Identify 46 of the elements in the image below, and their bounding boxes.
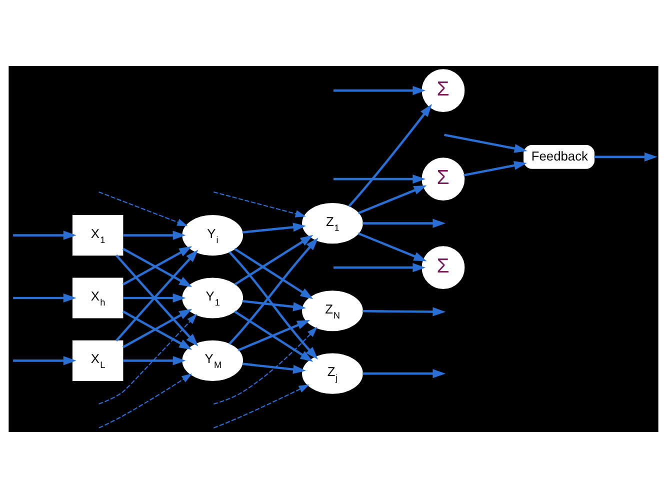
arrow: [234, 310, 314, 362]
node-box: X$_{1}$: [72, 214, 124, 256]
node-box: X$_{h}$: [72, 277, 124, 318]
arrow: [213, 384, 310, 428]
arrow: [122, 356, 186, 365]
node-circle: Σ: [422, 157, 465, 200]
node-circle: Σ: [422, 246, 465, 288]
arrow: [242, 222, 306, 234]
arrow: [444, 133, 528, 152]
arrow: [362, 218, 446, 228]
arrow: [228, 237, 318, 344]
arrow: [234, 234, 314, 285]
arrow: [362, 306, 446, 316]
arrow: [358, 184, 427, 214]
arrow: [348, 104, 432, 207]
node-ellipse: Y$_{1}$: [182, 277, 244, 318]
node-box: Feedback: [524, 144, 595, 168]
node-box: X$_{L}$: [72, 340, 124, 380]
node-circle: Σ: [422, 68, 465, 112]
arrow: [464, 160, 528, 176]
arrow: [242, 362, 306, 374]
node-ellipse: Z$_{j}$: [302, 352, 363, 394]
arrow: [98, 190, 188, 226]
arrow: [594, 152, 658, 161]
arrow: [238, 319, 310, 351]
node-ellipse: Z$_{1}$: [302, 202, 363, 244]
arrow: [242, 300, 306, 311]
arrow: [333, 86, 426, 95]
arrow: [13, 356, 76, 365]
arrow: [234, 247, 314, 299]
arrow: [13, 292, 76, 302]
arrow: [333, 262, 426, 272]
node-ellipse: Y$_{i}$: [182, 214, 244, 256]
arrow: [362, 368, 446, 378]
node-ellipse: Z$_{N}$: [302, 290, 363, 331]
arrow: [213, 190, 306, 217]
arrow: [98, 313, 198, 404]
arrow: [13, 230, 76, 240]
arrow: [333, 174, 426, 184]
arrow: [122, 230, 186, 240]
arrow: [213, 326, 318, 404]
arrow: [228, 250, 318, 359]
arrow: [358, 232, 427, 261]
arrow: [122, 292, 186, 302]
node-ellipse: Y$_{M}$: [182, 340, 244, 380]
arrow: [98, 373, 192, 428]
